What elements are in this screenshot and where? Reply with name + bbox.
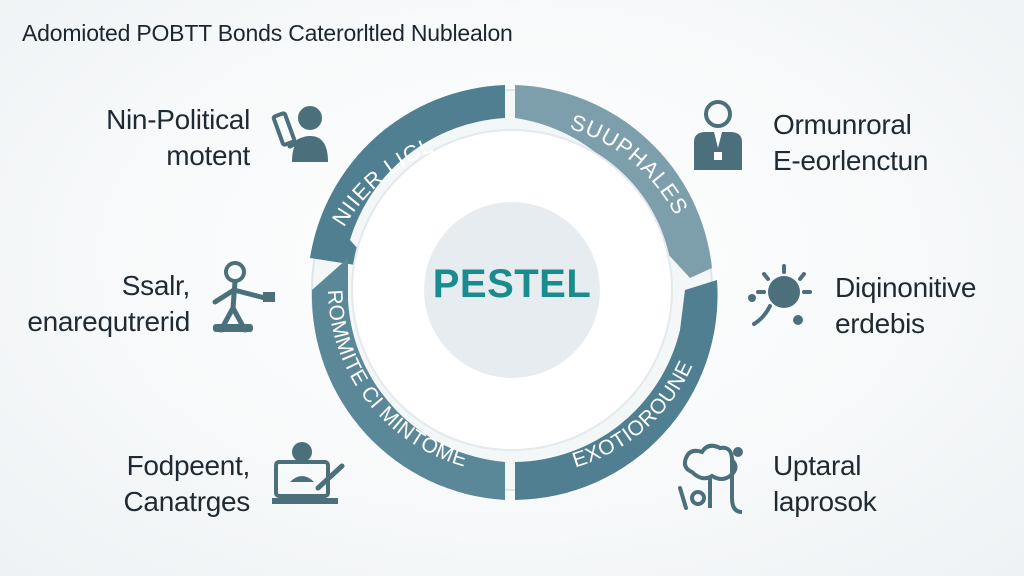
diagram-title: Adomioted POBTT Bonds Caterorltled Nuble…: [22, 20, 513, 46]
ring-segment-top-left: [310, 85, 505, 268]
businessman-icon: [694, 100, 742, 170]
ring-segment-bottom-right: [515, 280, 718, 500]
center-label: PESTEL: [432, 262, 592, 306]
label-political: Nin-Political motent: [106, 104, 250, 171]
label-environment: Uptaral laprosok: [773, 450, 877, 517]
nature-tree-icon: [678, 443, 743, 514]
person-with-sign-icon: [271, 106, 328, 162]
person-walking-icon: [212, 261, 275, 333]
ring-segment-bottom-left: [311, 258, 505, 500]
ring-segment-top-right: [515, 85, 712, 278]
label-technology: Diqinonitive erdebis: [835, 272, 977, 339]
label-economic: Ormunroral E-eorlenctun: [773, 109, 929, 176]
center-disk: [424, 202, 600, 378]
person-at-desk-icon: [272, 442, 345, 504]
label-social: Ssalr, enarequtrerid: [27, 270, 190, 337]
brain-idea-icon: [748, 264, 812, 326]
label-footer-left: Fodpeent, Canatrges: [123, 450, 251, 517]
